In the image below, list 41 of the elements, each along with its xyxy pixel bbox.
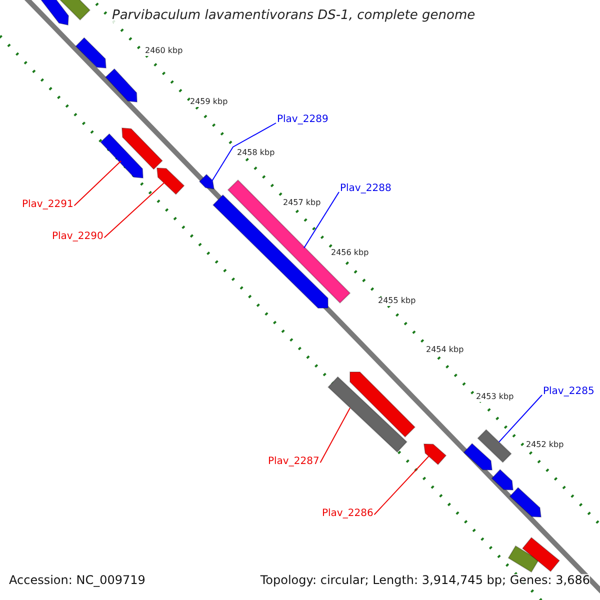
gene-label: Plav_2286 <box>322 508 374 519</box>
gene-block <box>212 194 328 309</box>
gene-label: Plav_2285 <box>543 386 594 397</box>
gene-block <box>477 429 512 463</box>
leader-line <box>498 394 542 442</box>
gene-block <box>100 133 144 179</box>
scale-label: 2454 kbp <box>426 346 464 355</box>
gene-label: Plav_2290 <box>52 231 104 242</box>
gene-block <box>423 443 447 466</box>
gene-block <box>350 372 416 438</box>
gene-label: Plav_2291 <box>22 199 74 210</box>
gene-block <box>328 376 408 453</box>
map-title: Parvibaculum lavamentivorans DS-1, complete genome <box>112 9 476 24</box>
gene-block <box>75 37 107 69</box>
scale-label: 2453 kbp <box>476 393 514 402</box>
gene-label: Plav_2287 <box>268 456 320 467</box>
scale-label: 2452 kbp <box>526 441 564 450</box>
gene-block <box>491 468 514 491</box>
scale-label: 2460 kbp <box>145 47 183 56</box>
gene-block <box>509 486 542 518</box>
gene-label: Plav_2288 <box>340 183 392 194</box>
gene-block <box>121 127 163 170</box>
gene-block <box>156 167 185 195</box>
genome-summary-text: Topology: circular; Length: 3,914,745 bp; Genes: 3,686 <box>260 574 590 588</box>
accession-text: Accession: NC_009719 <box>9 574 146 588</box>
gene-block <box>463 442 493 471</box>
gene-block <box>104 68 138 103</box>
scale-label: 2457 kbp <box>283 199 321 208</box>
leader-line <box>304 192 340 248</box>
scale-label: 2459 kbp <box>190 98 228 107</box>
leader-line <box>104 182 166 238</box>
scale-label: 2455 kbp <box>378 297 416 306</box>
leader-line <box>74 160 122 206</box>
scale-label: 2458 kbp <box>237 149 275 158</box>
leader-line <box>212 122 276 182</box>
leader-line <box>320 408 350 464</box>
gene-label: Plav_2289 <box>277 114 328 125</box>
gene-block <box>40 0 69 26</box>
scale-label: 2456 kbp <box>331 249 369 258</box>
gene-block <box>198 174 215 190</box>
leader-line <box>374 456 430 516</box>
